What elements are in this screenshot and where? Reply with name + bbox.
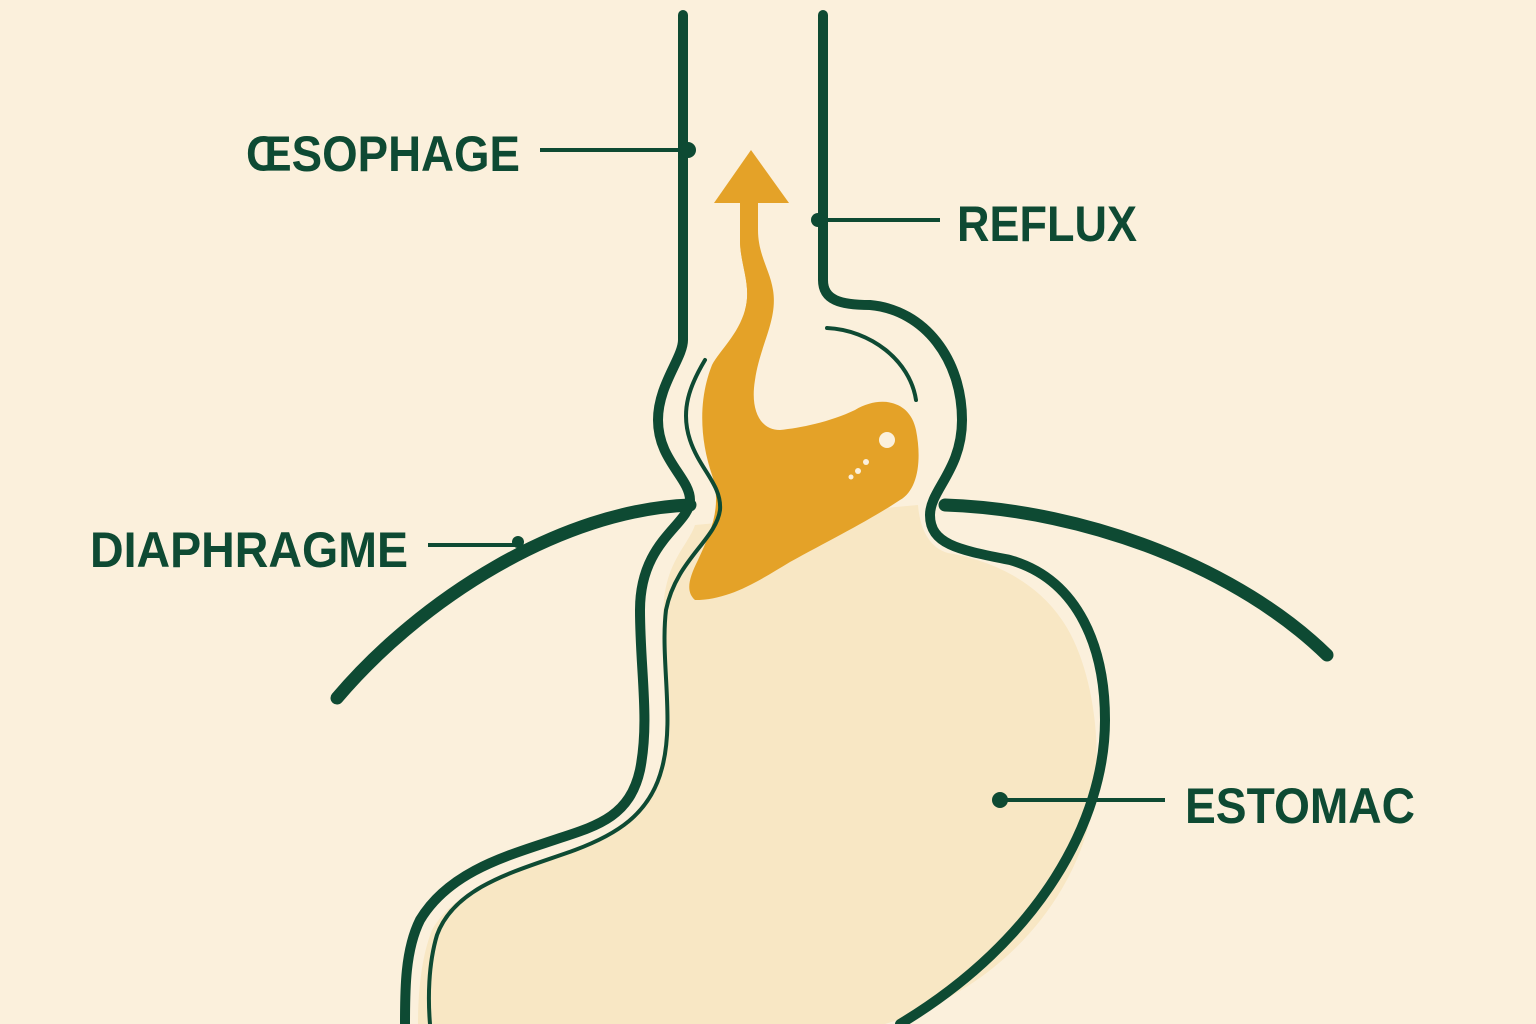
oesophagus-left-wall <box>400 10 695 1024</box>
reflux-arrowhead <box>714 150 789 203</box>
label-reflux: REFLUX <box>957 196 1137 252</box>
reflux-arrow <box>714 150 789 320</box>
diaphragm-left <box>330 498 697 705</box>
label-diaphragm: DIAPHRAGME <box>90 522 408 578</box>
bubble-highlight <box>863 459 869 465</box>
bubble-highlight <box>848 474 854 480</box>
oesophagus-right-wall <box>818 10 1110 1024</box>
label-oesophagus: ŒSOPHAGE <box>246 126 520 182</box>
diaphragm-right <box>938 498 1334 662</box>
leader-diaphragm <box>428 536 524 548</box>
leader-oesophagus <box>540 142 696 158</box>
bubble-highlight <box>879 432 895 448</box>
leader-stomach <box>992 792 1165 808</box>
stomach-fill <box>418 505 1097 1024</box>
stomach-inner-lining <box>426 358 723 1024</box>
label-stomach: ESTOMAC <box>1185 778 1415 834</box>
reflux-arrow-shaft <box>740 200 765 320</box>
leader-reflux <box>811 213 940 227</box>
hernia-inner-line <box>825 326 918 402</box>
bubble-highlight <box>855 468 861 474</box>
